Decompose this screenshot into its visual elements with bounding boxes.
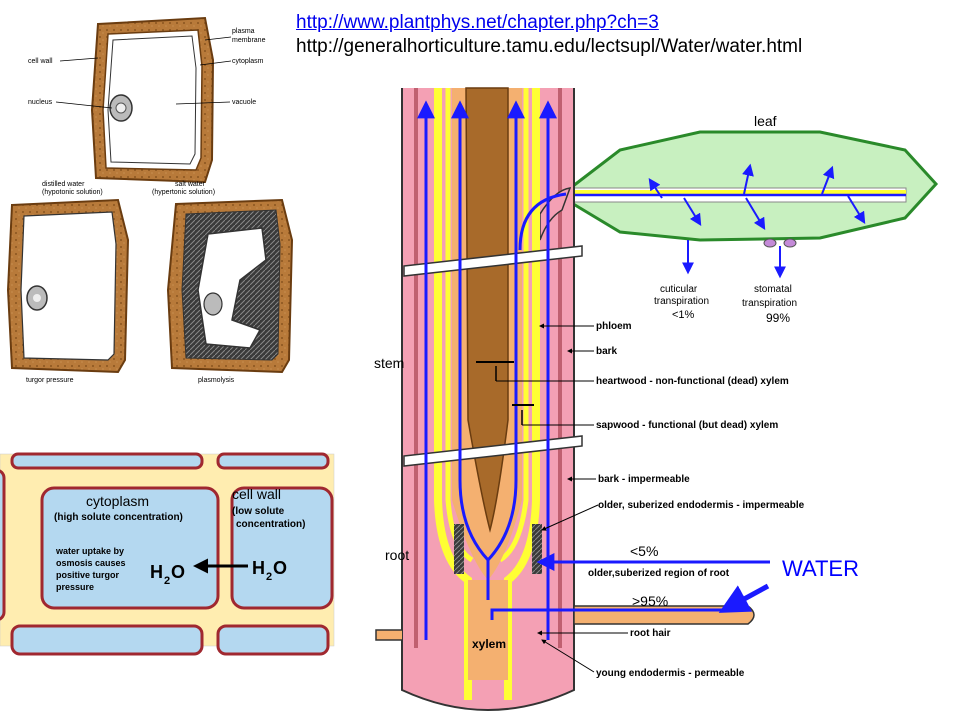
osmo-low-solute: (low solute — [232, 506, 285, 517]
h2o-left: H 2 O — [150, 562, 185, 587]
svg-text:H: H — [150, 562, 163, 582]
label-stomatal-3: 99% — [766, 311, 790, 325]
label-phloem: phloem — [596, 321, 632, 332]
label-vacuole: vacuole — [232, 99, 256, 106]
osmo-high-solute: (high solute concentration) — [54, 512, 183, 523]
svg-text:O: O — [273, 558, 287, 578]
svg-text:O: O — [171, 562, 185, 582]
label-cuticular-3: <1% — [672, 309, 695, 321]
label-hypotonic: (hypotonic solution) — [42, 189, 103, 196]
svg-text:2: 2 — [164, 575, 170, 587]
label-young-endodermis: young endodermis - permeable — [596, 668, 745, 679]
label-salt: salt water — [175, 181, 206, 188]
h2o-right: H 2 O — [252, 558, 287, 583]
normal-cell — [90, 16, 215, 184]
label-membrane: membrane — [232, 37, 266, 44]
label-leaf: leaf — [754, 113, 777, 129]
turgor-cell — [6, 198, 130, 374]
source-url-text: http://generalhorticulture.tamu.edu/lect… — [296, 36, 803, 57]
water-arrow-gt95 — [718, 583, 770, 613]
osmo-concentration: concentration) — [236, 519, 305, 530]
osmo-uptake-1: water uptake by — [55, 546, 124, 556]
label-distilled: distilled water — [42, 181, 85, 188]
plasmolysis-cell — [166, 198, 294, 374]
stem-body — [375, 87, 755, 711]
label-nucleus: nucleus — [28, 99, 53, 106]
label-bark: bark — [596, 346, 618, 357]
label-sapwood: sapwood - functional (but dead) xylem — [596, 420, 778, 431]
osmo-cytoplasm: cytoplasm — [86, 493, 149, 509]
plant-diagram: leaf cuticular transpiration <1% stomata… — [374, 87, 939, 711]
label-bark-impermeable: bark - impermeable — [598, 474, 690, 485]
leaf-shape — [557, 130, 939, 279]
label-root: root — [385, 547, 409, 563]
osmo-uptake-4: pressure — [56, 582, 94, 592]
label-cytoplasm-cell: cytoplasm — [232, 58, 264, 65]
osmo-uptake-3: positive turgor — [56, 570, 120, 580]
label-hypertonic: (hypertonic solution) — [152, 189, 215, 196]
label-lt5: <5% — [630, 543, 658, 559]
source-link[interactable]: http://www.plantphys.net/chapter.php?ch=… — [296, 12, 659, 33]
label-stem: stem — [374, 355, 404, 371]
svg-text:2: 2 — [266, 571, 272, 583]
label-stomatal-1: stomatal — [754, 284, 792, 295]
osmo-cell-wall: cell wall — [232, 486, 281, 502]
label-cuticular-1: cuticular — [660, 284, 698, 295]
osmosis-panel: cytoplasm (high solute concentration) ce… — [0, 452, 335, 656]
label-gt95: >95% — [632, 593, 668, 609]
label-root-hair: root hair — [630, 628, 671, 639]
label-plasmolysis: plasmolysis — [198, 377, 235, 384]
label-heartwood: heartwood - non-functional (dead) xylem — [596, 376, 789, 387]
label-turgor: turgor pressure — [26, 377, 74, 384]
label-xylem: xylem — [472, 637, 506, 651]
label-cell-wall: cell wall — [28, 58, 53, 65]
label-older-endodermis: older, suberized endodermis - impermeabl… — [598, 500, 805, 511]
label-cuticular-2: transpiration — [654, 296, 709, 307]
label-water: WATER — [782, 556, 859, 581]
cell-diagrams: plasma membrane cytoplasm cell wall nucl… — [6, 16, 294, 384]
label-plasma: plasma — [232, 28, 255, 35]
label-stomatal-2: transpiration — [742, 298, 797, 309]
osmosis-cell — [40, 486, 220, 610]
label-older-region: older,suberized region of root — [588, 568, 730, 579]
osmo-uptake-2: osmosis causes — [56, 558, 126, 568]
svg-text:H: H — [252, 558, 265, 578]
